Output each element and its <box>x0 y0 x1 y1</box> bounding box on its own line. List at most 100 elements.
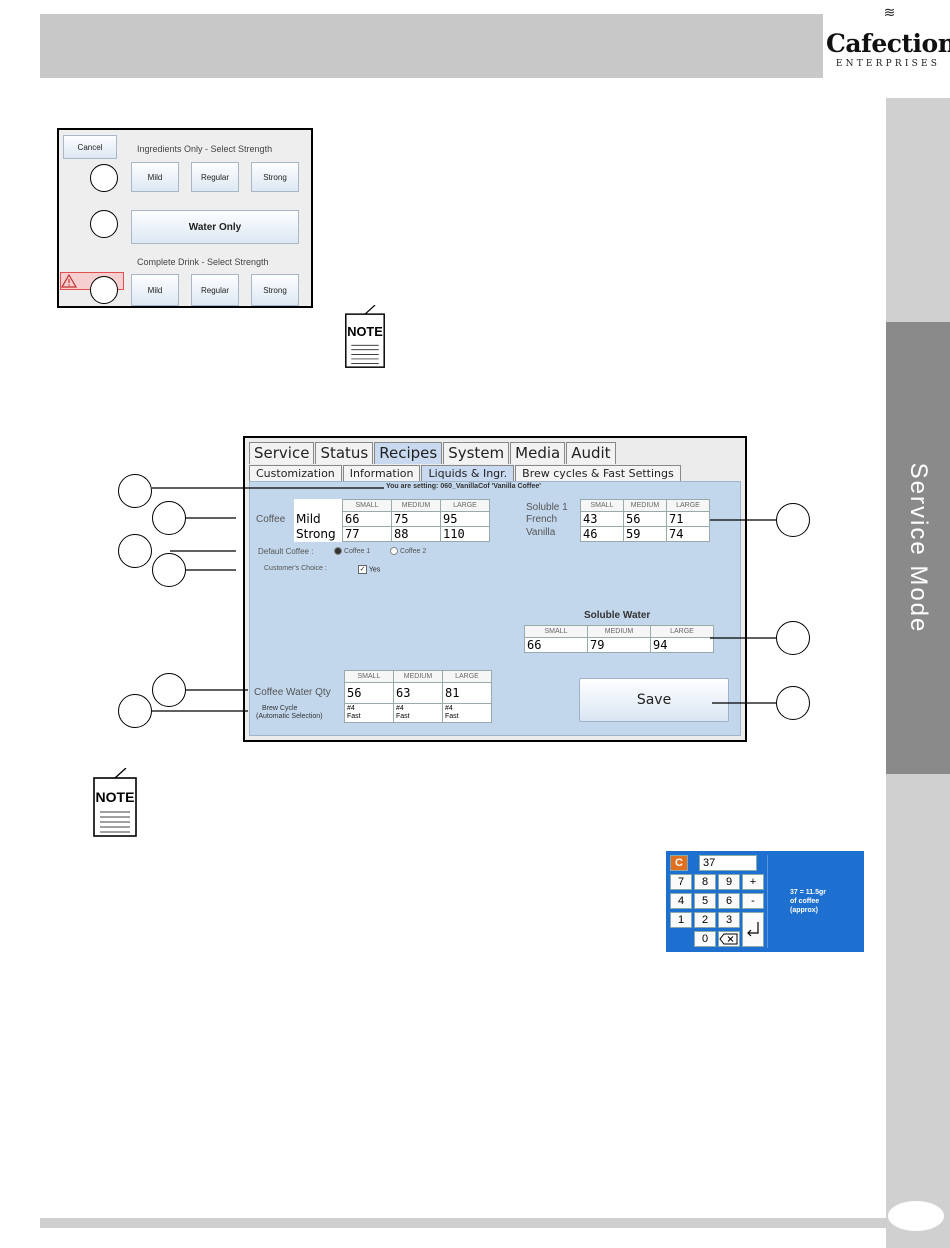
callout-circle <box>90 210 118 238</box>
table-row: Mild 66 75 95 <box>294 511 490 527</box>
size-header: MEDIUM <box>391 499 441 512</box>
side-tab-active <box>886 322 950 774</box>
size-header: SMALL <box>524 625 588 638</box>
table-row: Strong 77 88 110 <box>294 526 490 542</box>
side-tab-upper <box>886 98 950 322</box>
tab-brew-cycles[interactable]: Brew cycles & Fast Settings <box>515 465 681 481</box>
default-coffee-option-2[interactable]: Coffee 2 <box>390 547 426 555</box>
table-row: 66 79 94 <box>524 637 714 653</box>
coffee-water-qty-label: Coffee Water Qty <box>254 687 331 698</box>
customers-choice-checkbox[interactable]: ✓ Yes <box>358 565 381 574</box>
table-row: 46 59 74 <box>580 526 710 542</box>
coffee-table: SMALL MEDIUM LARGE Mild 66 75 95 Strong … <box>294 499 490 542</box>
backspace-icon[interactable] <box>718 931 740 947</box>
soluble1-vanilla-medium[interactable]: 59 <box>623 526 667 542</box>
note-icon: NOTE <box>345 305 385 368</box>
ingredients-caption: Ingredients Only - Select Strength <box>137 144 273 154</box>
key-1[interactable]: 1 <box>670 912 692 928</box>
key-4[interactable]: 4 <box>670 893 692 909</box>
soluble1-label: Soluble 1 <box>526 502 568 513</box>
callout-circle <box>776 503 810 537</box>
soluble-water-table: SMALL MEDIUM LARGE 66 79 94 <box>524 625 714 653</box>
soluble-water-large[interactable]: 94 <box>650 637 714 653</box>
size-header: MEDIUM <box>393 670 443 683</box>
save-button[interactable]: Save <box>579 678 729 722</box>
ingredients-strong-button[interactable]: Strong <box>251 162 299 192</box>
tab-information[interactable]: Information <box>342 465 421 481</box>
key-6[interactable]: 6 <box>718 893 740 909</box>
coffee-strong-medium[interactable]: 88 <box>391 526 441 542</box>
tab-recipes[interactable]: Recipes <box>374 442 443 464</box>
checkbox-checked-icon[interactable]: ✓ <box>358 565 367 574</box>
tab-liquids-ingredients[interactable]: Liquids & Ingr. <box>421 465 515 481</box>
coffee-label: Coffee <box>256 514 286 525</box>
size-header: LARGE <box>442 670 492 683</box>
coffee-conversion-info: 37 = 11.5gr of coffee (approx) <box>790 889 827 914</box>
svg-text:NOTE: NOTE <box>347 324 383 339</box>
radio-icon[interactable] <box>390 547 398 555</box>
key-plus[interactable]: + <box>742 874 764 890</box>
default-coffee-option-1[interactable]: Coffee 1 <box>334 547 370 555</box>
numeric-keypad: C 37 7 8 9 + 4 5 6 - 1 2 3 0 37 = 11.5gr… <box>666 851 864 952</box>
complete-strong-button[interactable]: Strong <box>251 274 299 306</box>
tab-media[interactable]: Media <box>510 442 566 464</box>
brew-cycle-label: Brew Cycle (Automatic Selection) <box>256 705 323 720</box>
tab-system[interactable]: System <box>443 442 510 464</box>
note-icon: NOTE <box>93 768 137 837</box>
coffee-mild-medium[interactable]: 75 <box>391 511 441 527</box>
clear-key[interactable]: C <box>670 855 688 871</box>
key-3[interactable]: 3 <box>718 912 740 928</box>
soluble-water-label: Soluble Water <box>584 610 651 621</box>
key-9[interactable]: 9 <box>718 874 740 890</box>
soluble1-french-medium[interactable]: 56 <box>623 511 667 527</box>
key-2[interactable]: 2 <box>694 912 716 928</box>
keypad-divider <box>767 855 768 948</box>
soluble1-vanilla-large[interactable]: 74 <box>666 526 710 542</box>
key-5[interactable]: 5 <box>694 893 716 909</box>
soluble-water-medium[interactable]: 79 <box>587 637 651 653</box>
complete-regular-button[interactable]: Regular <box>191 274 239 306</box>
radio-selected-icon[interactable] <box>334 547 342 555</box>
callout-circle <box>776 621 810 655</box>
tab-service[interactable]: Service <box>249 442 315 464</box>
coffee-strong-small[interactable]: 77 <box>342 526 392 542</box>
logo-subtitle: ENTERPRISES <box>835 59 941 69</box>
callout-circle <box>152 553 186 587</box>
enter-icon[interactable] <box>742 912 764 947</box>
key-0[interactable]: 0 <box>694 931 716 947</box>
tab-customization[interactable]: Customization <box>249 465 342 481</box>
svg-text:NOTE: NOTE <box>96 789 135 805</box>
coffee-strong-large[interactable]: 110 <box>440 526 490 542</box>
callout-circle <box>118 534 152 568</box>
side-tab-lower <box>886 774 950 1248</box>
tab-status[interactable]: Status <box>315 442 374 464</box>
footer-bar <box>40 1218 886 1228</box>
cafection-logo: ≋ Cafection ENTERPRISES <box>826 4 950 88</box>
cancel-button[interactable]: Cancel <box>63 135 117 159</box>
callout-circle <box>118 474 152 508</box>
soluble1-table: SMALL MEDIUM LARGE 43 56 71 46 59 74 <box>580 499 710 542</box>
soluble-water-small[interactable]: 66 <box>524 637 588 653</box>
water-only-button[interactable]: Water Only <box>131 210 299 244</box>
key-8[interactable]: 8 <box>694 874 716 890</box>
size-header: SMALL <box>580 499 624 512</box>
callout-circle <box>152 501 186 535</box>
recipes-screen: Service Status Recipes System Media Audi… <box>243 436 747 742</box>
callout-circle <box>152 673 186 707</box>
keypad-display[interactable]: 37 <box>699 855 757 871</box>
tab-audit[interactable]: Audit <box>566 442 616 464</box>
complete-mild-button[interactable]: Mild <box>131 274 179 306</box>
key-minus[interactable]: - <box>742 893 764 909</box>
complete-drink-caption: Complete Drink - Select Strength <box>137 257 269 267</box>
soluble1-french-large[interactable]: 71 <box>666 511 710 527</box>
ingredients-regular-button[interactable]: Regular <box>191 162 239 192</box>
ingredients-mild-button[interactable]: Mild <box>131 162 179 192</box>
side-tab-label: Service Mode <box>905 462 932 634</box>
coffee-mild-label: Mild <box>296 512 321 526</box>
coffee-water-medium[interactable]: 63 <box>393 682 443 704</box>
key-7[interactable]: 7 <box>670 874 692 890</box>
callout-circle <box>90 276 118 304</box>
